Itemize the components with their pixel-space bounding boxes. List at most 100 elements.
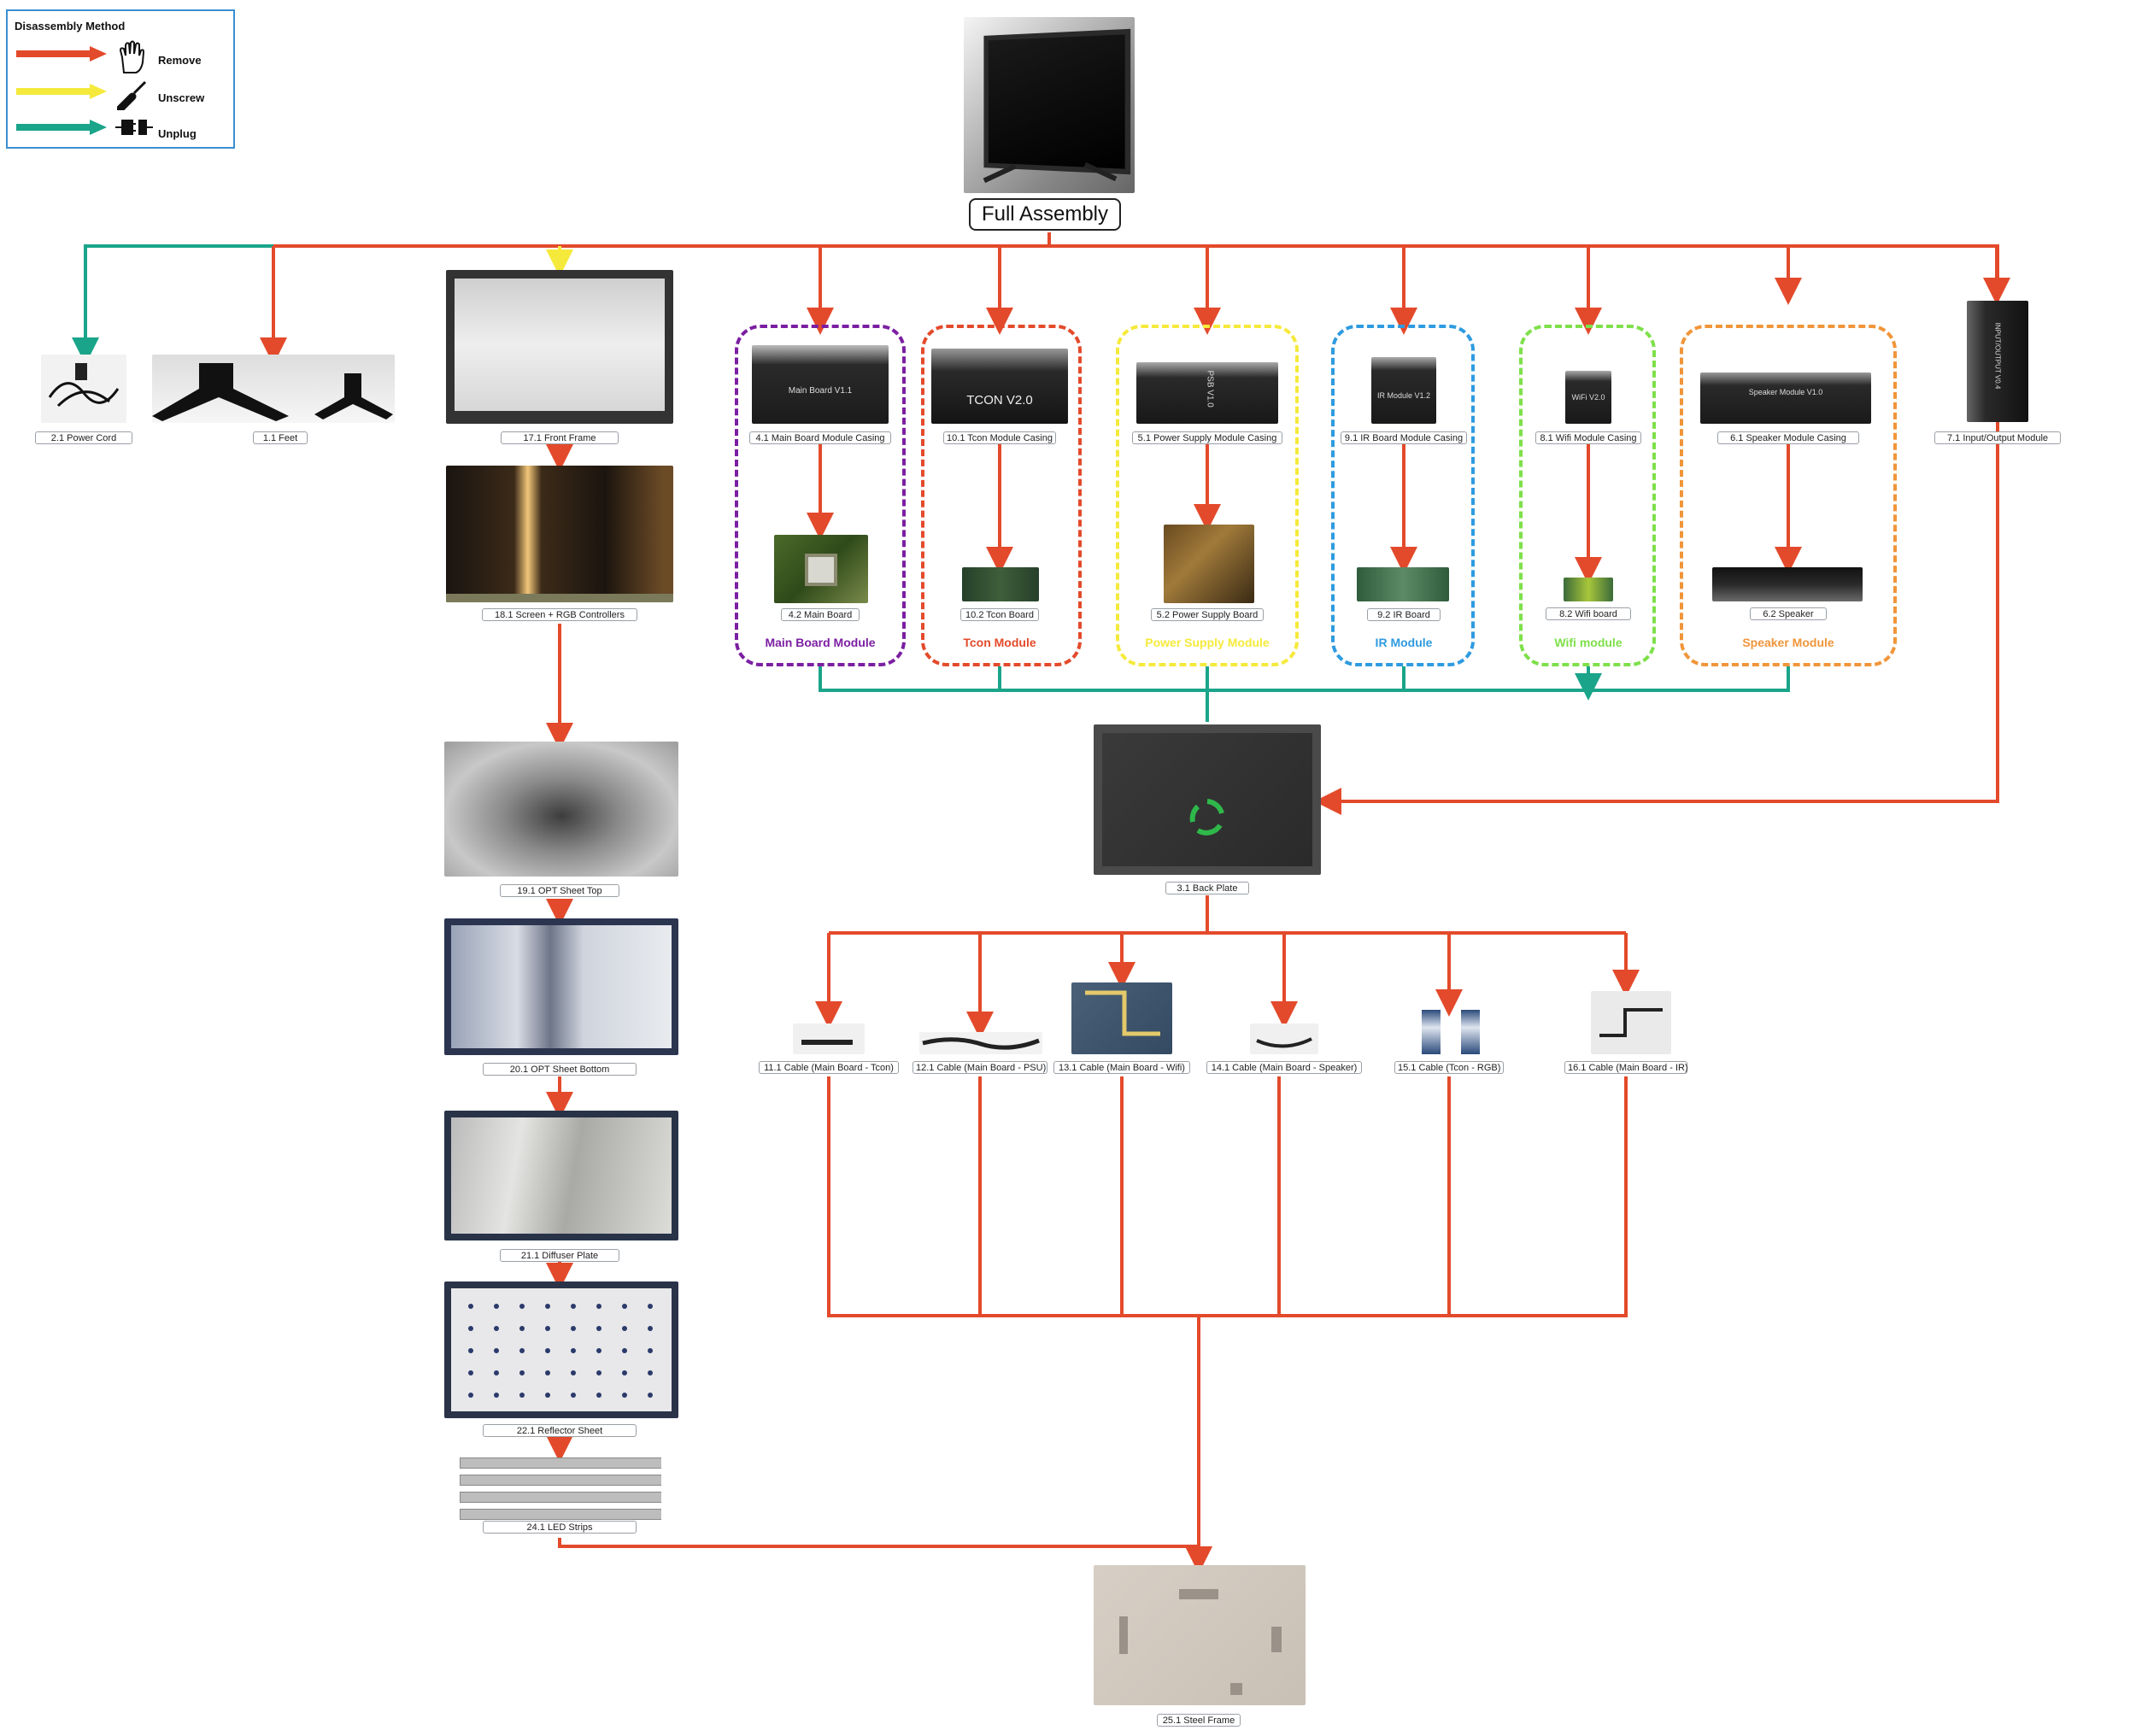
led-strips-photo	[460, 1456, 661, 1521]
speaker-casing-label: 6.1 Speaker Module Casing	[1717, 431, 1859, 444]
legend: Disassembly Method Remove Unscrew Unplug	[6, 9, 235, 149]
tcon-board-photo	[962, 567, 1039, 601]
opt-sheet-top-photo	[444, 742, 678, 877]
reflector-hole	[519, 1393, 525, 1398]
led-strips-label: 24.1 LED Strips	[483, 1521, 637, 1534]
wire-root-bus	[85, 232, 1999, 803]
feet-photo	[152, 355, 395, 423]
speaker-casing-photo: Speaker Module V1.0	[1700, 372, 1871, 424]
reflector-hole	[622, 1393, 627, 1398]
ir-casing-photo: IR Module V1.2	[1371, 357, 1436, 424]
tcon-module-name: Tcon Module	[963, 636, 1036, 649]
cable-16-photo	[1591, 991, 1671, 1054]
reflector-hole	[468, 1348, 473, 1353]
ir-module-group	[1331, 325, 1475, 666]
unscrew-arrow	[16, 84, 107, 99]
remove-arrow	[16, 46, 107, 62]
reflector-hole	[622, 1370, 627, 1375]
cable-11-label: 11.1 Cable (Main Board - Tcon)	[759, 1061, 899, 1074]
feet-label: 1.1 Feet	[253, 431, 308, 444]
reflector-hole	[571, 1348, 576, 1353]
cable-12-label: 12.1 Cable (Main Board - PSU)	[912, 1061, 1047, 1074]
cable-13-label: 13.1 Cable (Main Board - Wifi)	[1053, 1061, 1190, 1074]
wire-to-power-cord	[72, 244, 273, 365]
reflector-hole	[494, 1370, 499, 1375]
reflector-hole	[648, 1370, 653, 1375]
cable-15-photo	[1418, 1010, 1483, 1054]
main-board-label: 4.2 Main Board	[781, 608, 860, 621]
psu-board-label: 5.2 Power Supply Board	[1151, 608, 1264, 621]
tcon-module-group	[921, 325, 1082, 666]
wifi-casing-photo: WiFi V2.0	[1565, 371, 1611, 424]
psu-casing-text: PSB V1.0	[1205, 370, 1215, 408]
reflector-hole	[596, 1304, 601, 1309]
speaker-module-name: Speaker Module	[1742, 636, 1834, 649]
reflector-hole	[468, 1393, 473, 1398]
screen-label: 18.1 Screen + RGB Controllers	[482, 608, 637, 621]
io-module-label: 7.1 Input/Output Module	[1934, 431, 2061, 444]
power-supply-module-name: Power Supply Module	[1145, 636, 1270, 649]
diffuser-plate-label: 21.1 Diffuser Plate	[500, 1249, 619, 1262]
ir-module-name: IR Module	[1375, 636, 1433, 649]
full-assembly-photo	[964, 17, 1135, 193]
front-frame-photo	[446, 270, 673, 424]
reflector-hole	[545, 1348, 550, 1353]
cable-15-label: 15.1 Cable (Tcon - RGB)	[1394, 1061, 1504, 1074]
tcon-casing-text: TCON V2.0	[966, 393, 1033, 408]
hand-icon	[119, 40, 145, 73]
back-plate-photo	[1094, 724, 1321, 875]
reflector-hole	[648, 1326, 653, 1331]
reflector-hole	[545, 1326, 550, 1331]
psu-board-photo	[1164, 525, 1254, 603]
reflector-hole	[519, 1304, 525, 1309]
screwdriver-icon	[117, 80, 147, 110]
ir-casing-label: 9.1 IR Board Module Casing	[1341, 431, 1467, 444]
reflector-hole	[596, 1348, 601, 1353]
tcon-casing-label: 10.1 Tcon Module Casing	[943, 431, 1056, 444]
reflector-hole	[571, 1304, 576, 1309]
main-casing-text: Main Board V1.1	[788, 386, 853, 396]
plug-icon	[115, 120, 153, 135]
power-supply-module-group	[1116, 325, 1299, 666]
psu-casing-label: 5.1 Power Supply Module Casing	[1132, 431, 1282, 444]
power-cord-photo	[41, 355, 126, 423]
main-board-module-group	[735, 325, 906, 666]
opt-sheet-bottom-label: 20.1 OPT Sheet Bottom	[483, 1063, 637, 1076]
steel-frame-label: 25.1 Steel Frame	[1157, 1714, 1241, 1727]
reflector-hole	[622, 1326, 627, 1331]
tcon-casing-photo: TCON V2.0	[931, 349, 1068, 424]
main-board-casing-label: 4.1 Main Board Module Casing	[749, 431, 891, 444]
reflector-hole	[648, 1304, 653, 1309]
wire-modules-to-back-plate	[819, 666, 1790, 722]
full-assembly-label: Full Assembly	[969, 198, 1121, 231]
wifi-module-name: Wifi module	[1554, 636, 1623, 649]
reflector-hole	[596, 1326, 601, 1331]
psu-casing-photo: PSB V1.0	[1136, 362, 1278, 424]
speaker-casing-text: Speaker Module V1.0	[1748, 388, 1823, 396]
speaker-label: 6.2 Speaker	[1750, 607, 1827, 620]
io-casing-text: INPUT/OUTPUT V0.4	[1993, 322, 2002, 390]
main-board-photo	[774, 535, 868, 603]
reflector-hole	[519, 1348, 525, 1353]
ir-board-label: 9.2 IR Board	[1367, 608, 1441, 621]
cable-14-label: 14.1 Cable (Main Board - Speaker)	[1206, 1061, 1362, 1074]
reflector-hole	[596, 1370, 601, 1375]
unplug-arrow	[16, 120, 107, 135]
tcon-board-label: 10.2 Tcon Board	[960, 608, 1039, 621]
legend-title: Disassembly Method	[15, 20, 126, 32]
speaker-photo	[1712, 567, 1863, 601]
reflector-hole	[494, 1393, 499, 1398]
reflector-hole	[468, 1326, 473, 1331]
io-module-photo: INPUT/OUTPUT V0.4	[1967, 301, 2028, 422]
legend-unplug-label: Unplug	[158, 127, 197, 140]
ir-casing-text: IR Module V1.2	[1376, 391, 1431, 400]
recycle-icon	[1189, 799, 1224, 836]
reflector-hole	[622, 1348, 627, 1353]
reflector-hole	[596, 1393, 601, 1398]
cable-11-photo	[793, 1023, 865, 1054]
opt-sheet-bottom-photo	[444, 918, 678, 1055]
wifi-board-label: 8.2 Wifi board	[1546, 607, 1631, 620]
reflector-hole	[468, 1370, 473, 1375]
